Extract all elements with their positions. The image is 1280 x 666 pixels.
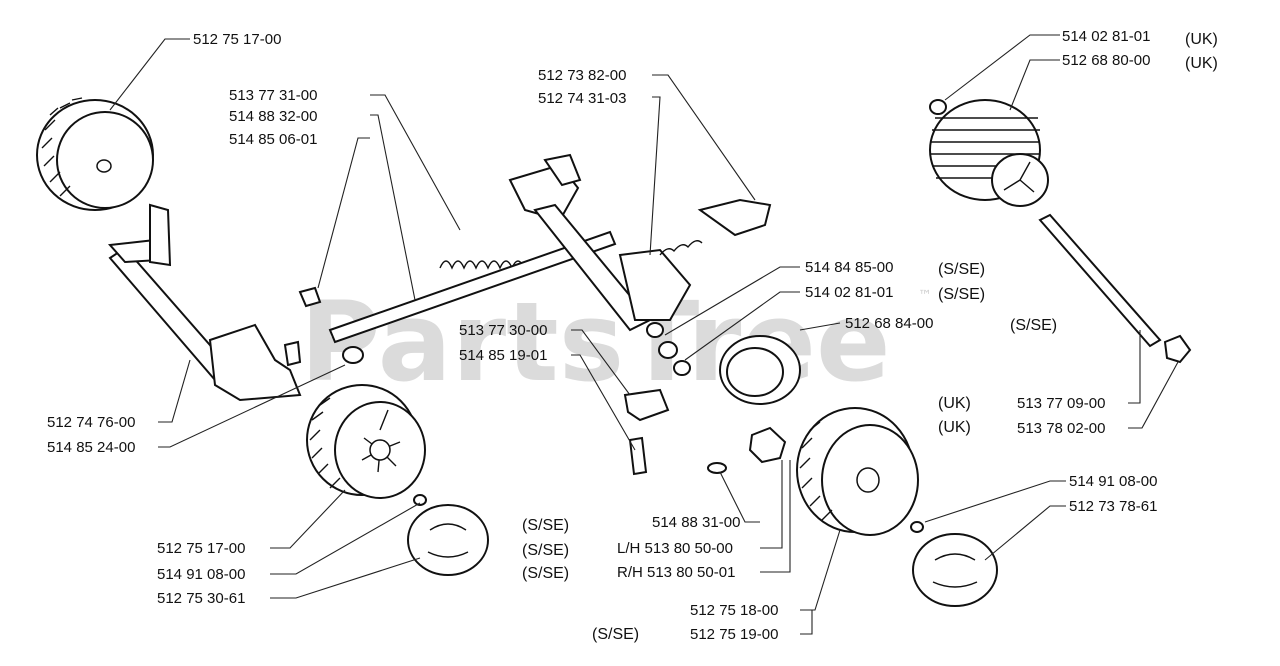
label-512-75-30-61: 512 75 30-61	[157, 590, 245, 607]
nut-part	[748, 426, 787, 464]
watermark: PartsTree	[300, 278, 891, 406]
front-wheel-right	[796, 407, 919, 536]
label-sse-5: (S/SE)	[522, 542, 569, 559]
label-512-75-17-00-top: 512 75 17-00	[193, 31, 281, 48]
label-514-84-85-00: 514 84 85-00	[805, 259, 893, 276]
label-512-74-76-00: 512 74 76-00	[47, 414, 135, 431]
hub-cap-right	[912, 533, 998, 607]
front-wheel-left	[306, 384, 426, 499]
label-512-75-18-00: 512 75 18-00	[690, 602, 778, 619]
label-514-02-81-01-uk: 514 02 81-01	[1062, 28, 1150, 45]
label-512-68-84-00: 512 68 84-00	[845, 315, 933, 332]
label-512-68-80-00: 512 68 80-00	[1062, 52, 1150, 69]
label-514-91-08-00-right: 514 91 08-00	[1069, 473, 1157, 490]
label-512-75-17-00-bottom: 512 75 17-00	[157, 540, 245, 557]
hub-cap-left	[407, 504, 489, 576]
label-uk-1: (UK)	[1185, 31, 1218, 48]
bolt-small-part	[628, 436, 648, 476]
label-512-75-19-00: 512 75 19-00	[690, 626, 778, 643]
label-512-73-82-00: 512 73 82-00	[538, 67, 626, 84]
label-sse-3: (S/SE)	[1010, 317, 1057, 334]
label-sse-7: (S/SE)	[592, 626, 639, 643]
label-514-85-06-01: 514 85 06-01	[229, 131, 317, 148]
watermark-trademark: ™	[918, 288, 932, 304]
label-512-73-78-61: 512 73 78-61	[1069, 498, 1157, 515]
label-uk-2: (UK)	[1185, 55, 1218, 72]
axle-shaft	[328, 230, 617, 344]
right-bracket-assembly	[508, 153, 772, 332]
rear-wheel-uk	[929, 99, 1049, 207]
label-513-77-30-00: 513 77 30-00	[459, 322, 547, 339]
label-sse-1: (S/SE)	[938, 261, 985, 278]
label-uk-4: (UK)	[938, 419, 971, 436]
label-sse-4: (S/SE)	[522, 517, 569, 534]
label-uk-3: (UK)	[938, 395, 971, 412]
washer-part	[342, 346, 364, 364]
label-513-77-09-00: 513 77 09-00	[1017, 395, 1105, 412]
label-514-02-81-01-sse: 514 02 81-01	[805, 284, 893, 301]
label-514-85-19-01: 514 85 19-01	[459, 347, 547, 364]
hub-cap-part	[719, 335, 801, 405]
left-axle-bracket	[107, 203, 302, 402]
label-512-74-31-03: 512 74 31-03	[538, 90, 626, 107]
rear-wheel-top-left	[36, 97, 154, 211]
nut-uk-part	[929, 99, 947, 115]
bolt-part	[298, 286, 322, 308]
label-514-85-24-00: 514 85 24-00	[47, 439, 135, 456]
label-513-78-02-00: 513 78 02-00	[1017, 420, 1105, 437]
washer-small-part	[707, 462, 727, 474]
washer-left-part	[413, 494, 427, 506]
label-514-91-08-00-left: 514 91 08-00	[157, 566, 245, 583]
label-rh-513-80-50-01: R/H 513 80 50-01	[617, 564, 735, 581]
label-514-88-31-00: 514 88 31-00	[652, 514, 740, 531]
label-514-88-32-00: 514 88 32-00	[229, 108, 317, 125]
small-fasteners	[646, 322, 691, 376]
washer-right-part	[910, 521, 924, 533]
bracket-clip-part	[623, 388, 670, 422]
label-sse-2: (S/SE)	[938, 286, 985, 303]
leader-lines	[109, 34, 1179, 635]
long-bolt-uk	[1038, 213, 1192, 364]
label-513-77-31-00: 513 77 31-00	[229, 87, 317, 104]
label-lh-513-80-50-00: L/H 513 80 50-00	[617, 540, 733, 557]
label-sse-6: (S/SE)	[522, 565, 569, 582]
